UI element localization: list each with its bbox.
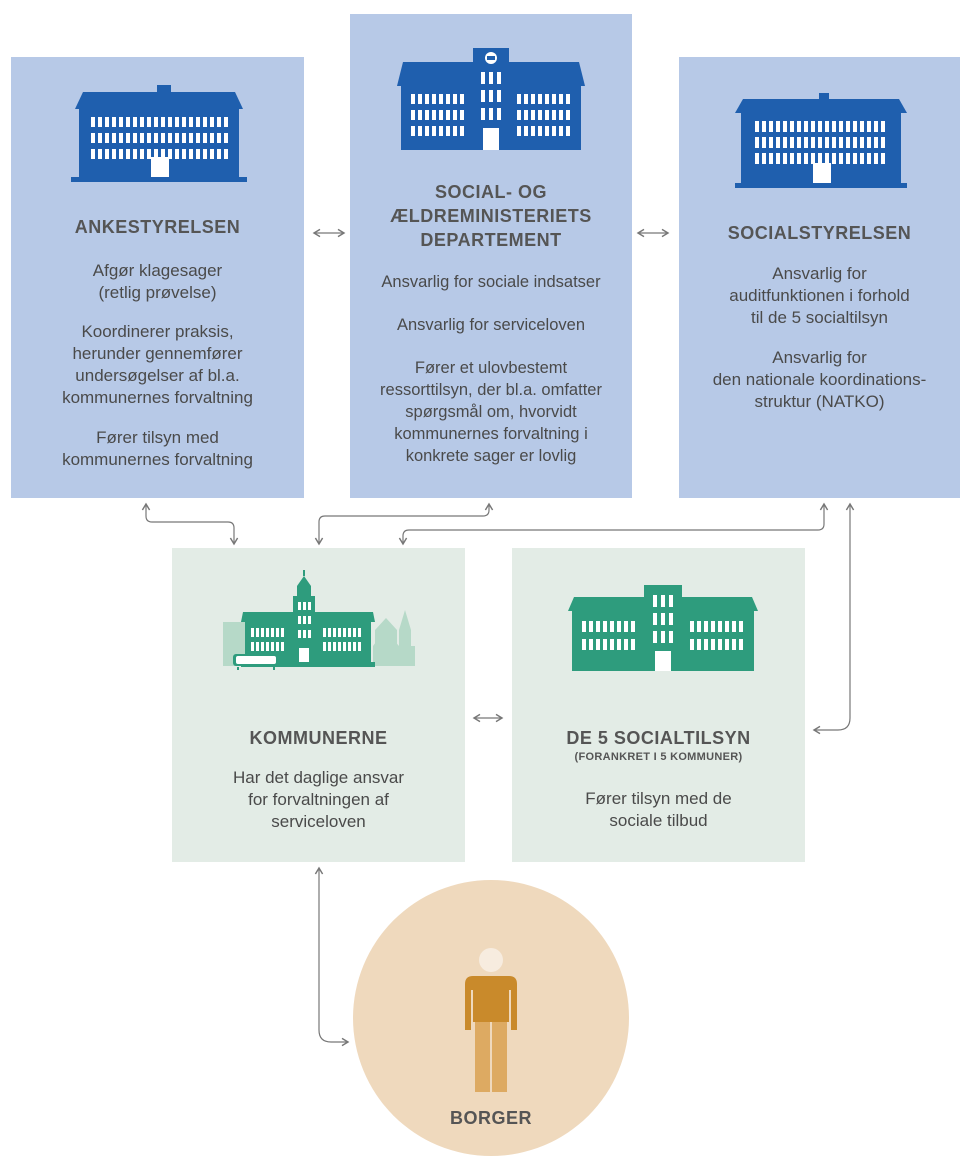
department-title: SOCIAL- OG ÆLDREMINISTERIETS DEPARTEMENT xyxy=(390,182,592,250)
ministry-building-icon xyxy=(397,48,585,150)
department-text-3: Fører et ulovbestemt ressorttilsyn, der … xyxy=(380,359,602,465)
socialstyrelsen-text-2: Ansvarlig for den nationale koordination… xyxy=(712,348,927,411)
socialstyrelsen-title: SOCIALSTYRELSEN xyxy=(727,223,912,243)
town-hall-icon xyxy=(223,570,415,670)
socialtilsyn-subtitle: (FORANKRET I 5 KOMMUNER) xyxy=(574,751,743,763)
ankestyrelsen-text-3: Fører tilsyn med kommunernes forvaltning xyxy=(62,428,253,469)
person-icon xyxy=(465,948,517,1092)
socialtilsyn-box: DE 5 SOCIALTILSYN (FORANKRET I 5 KOMMUNE… xyxy=(512,548,805,862)
arrow-socialstyrelsen-socialtilsyn xyxy=(812,502,855,735)
arrow-socialstyrelsen-kommunerne xyxy=(398,502,829,546)
ankestyrelsen-box: ANKESTYRELSEN Afgør klagesager (retlig p… xyxy=(11,57,304,498)
building-icon xyxy=(71,85,247,182)
building-icon xyxy=(735,93,907,188)
socialstyrelsen-text-1: Ansvarlig for auditfunktionen i forhold … xyxy=(729,264,910,327)
department-text-1: Ansvarlig for sociale indsatser xyxy=(381,273,601,291)
borger-circle: BORGER xyxy=(353,880,629,1156)
department-box: SOCIAL- OG ÆLDREMINISTERIETS DEPARTEMENT… xyxy=(350,14,632,498)
arrow-department-kommunerne xyxy=(314,502,494,546)
socialtilsyn-title: DE 5 SOCIALTILSYN xyxy=(566,728,751,748)
arrow-ankestyrelsen-kommunerne xyxy=(141,502,239,546)
ankestyrelsen-title: ANKESTYRELSEN xyxy=(74,217,241,237)
kommunerne-box: KOMMUNERNE Har det daglige ansvar for fo… xyxy=(172,548,465,862)
kommunerne-title: KOMMUNERNE xyxy=(249,728,388,748)
building-icon xyxy=(568,585,758,671)
department-text-2: Ansvarlig for serviceloven xyxy=(397,316,585,334)
arrow-kommunerne-borger xyxy=(314,866,350,1047)
socialtilsyn-text-1: Fører tilsyn med de sociale tilbud xyxy=(585,789,732,830)
ankestyrelsen-text-2: Koordinerer praksis, herunder gennemføre… xyxy=(62,322,253,407)
borger-title: BORGER xyxy=(449,1108,532,1128)
kommunerne-text-1: Har det daglige ansvar for forvaltningen… xyxy=(232,768,405,831)
socialstyrelsen-box: SOCIALSTYRELSEN Ansvarlig for auditfunkt… xyxy=(679,57,960,498)
ankestyrelsen-text-1: Afgør klagesager (retlig prøvelse) xyxy=(92,261,223,302)
